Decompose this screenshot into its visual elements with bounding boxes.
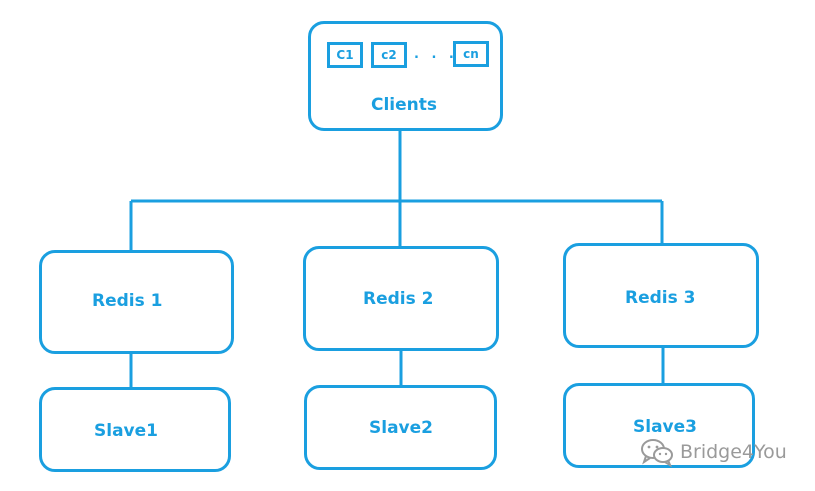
client-chip-label: c2	[381, 48, 397, 62]
clients-node: C1 c2 . . . cn Clients	[308, 21, 503, 131]
redis-1-node: Redis 1	[39, 250, 234, 354]
slave-1-label: Slave1	[94, 421, 158, 441]
slave-2-label: Slave2	[369, 418, 433, 438]
client-chip-c2: c2	[371, 42, 407, 68]
slave-3-label: Slave3	[633, 417, 697, 437]
redis-2-node: Redis 2	[303, 246, 499, 351]
clients-label: Clients	[371, 95, 438, 115]
client-ellipsis: . . .	[414, 47, 458, 62]
client-chip-cn: cn	[453, 41, 489, 67]
wechat-icon	[641, 439, 673, 467]
redis-1-label: Redis 1	[92, 291, 163, 311]
watermark: Bridge4You	[640, 437, 787, 467]
client-chip-label: cn	[463, 47, 479, 61]
slave-1-node: Slave1	[39, 387, 231, 472]
client-chip-c1: C1	[327, 42, 363, 68]
client-chip-label: C1	[336, 48, 354, 62]
redis-2-label: Redis 2	[363, 289, 434, 309]
redis-3-label: Redis 3	[625, 288, 696, 308]
watermark-text: Bridge4You	[680, 441, 787, 463]
redis-3-node: Redis 3	[563, 243, 759, 348]
slave-2-node: Slave2	[304, 385, 497, 470]
